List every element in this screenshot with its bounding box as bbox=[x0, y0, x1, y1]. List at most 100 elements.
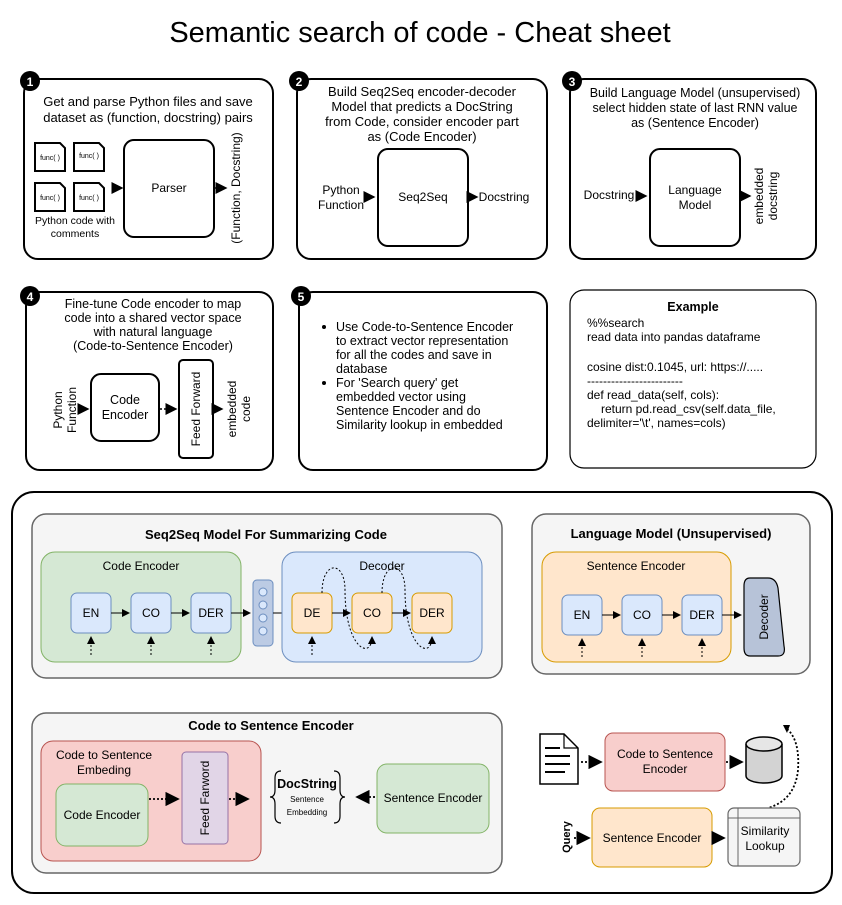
right-brace bbox=[333, 770, 346, 824]
step-5-bullet-2-line-4: Similarity lookup in embedded bbox=[336, 418, 503, 432]
step-4-badge bbox=[20, 286, 40, 306]
page-title: Semantic search of code - Cheat sheet bbox=[169, 17, 670, 49]
step-4-text-1: Fine-tune Code encoder to map bbox=[65, 297, 242, 311]
step-2-input-2: Function bbox=[318, 198, 364, 212]
step-5-bullet-1-line-4: database bbox=[336, 362, 387, 376]
step-4-text-4: (Code-to-Sentence Encoder) bbox=[73, 339, 233, 353]
code-encoder-label-1: Code bbox=[110, 393, 140, 407]
language-model-title: Language Model (Unsupervised) bbox=[571, 526, 772, 541]
step-5-bullet-2-line-1: For 'Search query' get bbox=[336, 376, 459, 390]
example-line-4: ------------------------ bbox=[587, 374, 683, 388]
language-model-panel: Language Model (Unsupervised) Sentence E… bbox=[531, 513, 811, 675]
step-4-output-2: code bbox=[239, 396, 253, 422]
step-2-text-3: from Code, consider encoder part bbox=[325, 114, 519, 129]
example-line-7: delimiter='\t', names=cols) bbox=[587, 416, 726, 430]
lookup-sentence-encoder-label: Sentence Encoder bbox=[603, 831, 702, 845]
example-line-2: read data into pandas dataframe bbox=[587, 330, 761, 344]
step-2-text-1: Build Seq2Seq encoder-decoder bbox=[328, 84, 517, 99]
step-2-panel: 2 Build Seq2Seq encoder-decoder Model th… bbox=[289, 71, 548, 260]
lookup-code-to-sentence-box bbox=[604, 732, 726, 792]
decoder-co-label: CO bbox=[363, 606, 381, 620]
step-2-output: Docstring bbox=[479, 190, 530, 204]
decoder-der-node bbox=[411, 592, 453, 634]
lm-decoder-shape bbox=[743, 577, 785, 657]
step-2-badge bbox=[289, 71, 309, 91]
step-1-panel: 1 Get and parse Python files and save da… bbox=[20, 71, 274, 260]
step-5-badge bbox=[291, 286, 311, 306]
step-3-panel: 3 Build Language Model (unsupervised) se… bbox=[562, 71, 817, 260]
seq2seq-label: Seq2Seq bbox=[398, 190, 447, 204]
query-label: Query bbox=[561, 820, 573, 853]
step-4-number: 4 bbox=[27, 290, 34, 304]
database-icon bbox=[745, 736, 783, 784]
step-4-text-2: code into a shared vector space bbox=[64, 311, 241, 325]
lm-decoder-label: Decoder bbox=[757, 594, 771, 639]
step-2-text-2: Model that predicts a DocString bbox=[331, 99, 512, 114]
c2s-code-encoder-label: Code Encoder bbox=[64, 808, 141, 822]
c2s-feed-forward bbox=[181, 751, 229, 845]
c2s-embedding-label-2: Embeding bbox=[77, 763, 131, 777]
python-file-icons: func( ) func( ) func( ) func( ) bbox=[34, 142, 105, 212]
files-caption-2: comments bbox=[51, 228, 99, 240]
encoder-en-label: EN bbox=[83, 606, 100, 620]
language-model-label-1: Language bbox=[668, 183, 722, 197]
similarity-lookup-box bbox=[727, 807, 801, 867]
encoder-der-label: DER bbox=[198, 606, 224, 620]
c2s-sentence-encoder bbox=[376, 763, 490, 834]
file-label: func( ) bbox=[79, 195, 99, 202]
file-label: func( ) bbox=[79, 153, 99, 160]
step-3-number: 3 bbox=[569, 75, 576, 89]
lm-co-label: CO bbox=[633, 608, 651, 622]
similarity-label-1: Similarity bbox=[741, 824, 790, 838]
example-line-5: def read_data(self, cols): bbox=[587, 388, 719, 402]
step-2-input-1: Python bbox=[322, 183, 359, 197]
bullet-icon bbox=[322, 381, 326, 385]
lookup-c2s-label-1: Code to Sentence bbox=[617, 747, 713, 761]
lm-der-label: DER bbox=[689, 608, 715, 622]
file-label: func( ) bbox=[40, 195, 60, 202]
code-encoder-box bbox=[90, 373, 160, 442]
seq2seq-decoder-label: Decoder bbox=[359, 559, 404, 573]
left-brace bbox=[269, 770, 282, 824]
step-4-text-3: with natural language bbox=[93, 325, 213, 339]
similarity-label-2: Lookup bbox=[745, 839, 785, 853]
files-caption-1: Python code with bbox=[35, 215, 115, 227]
step-5-bullet-2-line-3: Sentence Encoder and do bbox=[336, 404, 481, 418]
docstring-sub-2: Embedding bbox=[287, 808, 327, 817]
step-3-output-1: embedded bbox=[752, 168, 766, 225]
step-1-badge bbox=[20, 71, 40, 91]
lm-sentence-encoder-label: Sentence Encoder bbox=[587, 559, 686, 573]
decoder-der-label: DER bbox=[419, 606, 445, 620]
docstring-label: DocString bbox=[277, 777, 337, 791]
code-to-sentence-title: Code to Sentence Encoder bbox=[188, 718, 353, 733]
db-to-lookup-arrow bbox=[767, 728, 800, 809]
step-3-badge bbox=[562, 71, 582, 91]
code-to-sentence-panel: Code to Sentence Encoder Code to Sentenc… bbox=[31, 712, 503, 874]
step-5-bullet-1-line-1: Use Code-to-Sentence Encoder bbox=[336, 320, 513, 334]
example-line-6: return pd.read_csv(self.data_file, bbox=[601, 402, 776, 416]
c2s-sentence-encoder-label: Sentence Encoder bbox=[384, 791, 483, 805]
step-2-number: 2 bbox=[296, 75, 303, 89]
step-5-panel: 5 Use Code-to-Sentence Encoder to extrac… bbox=[291, 286, 548, 471]
language-model-label-2: Model bbox=[679, 198, 712, 212]
step-5-bullet-2-line-2: embedded vector using bbox=[336, 390, 466, 404]
step-2-text-4: as (Code Encoder) bbox=[367, 129, 476, 144]
parser-label: Parser bbox=[151, 181, 186, 195]
step-3-text-2: select hidden state of last RNN value bbox=[593, 101, 798, 115]
step-1-text-2: dataset as (function, docstring) pairs bbox=[43, 110, 253, 125]
file-label: func( ) bbox=[40, 155, 60, 162]
example-panel: Example %%search read data into pandas d… bbox=[569, 289, 817, 469]
step-1-output: (Function, Docstring) bbox=[229, 132, 243, 243]
step-1-number: 1 bbox=[27, 75, 34, 89]
docstring-sub-1: Sentence bbox=[290, 795, 324, 804]
document-icon bbox=[539, 733, 579, 785]
decoder-de-label: DE bbox=[304, 606, 321, 620]
step-1-text-1: Get and parse Python files and save bbox=[43, 94, 253, 109]
bullet-icon bbox=[322, 325, 326, 329]
step-4-input-1: Python bbox=[51, 391, 65, 428]
seq2seq-code-encoder-label: Code Encoder bbox=[103, 559, 180, 573]
example-title: Example bbox=[667, 300, 718, 314]
c2s-embedding-label-1: Code to Sentence bbox=[56, 748, 152, 762]
step-4-output-1: embedded bbox=[225, 381, 239, 438]
